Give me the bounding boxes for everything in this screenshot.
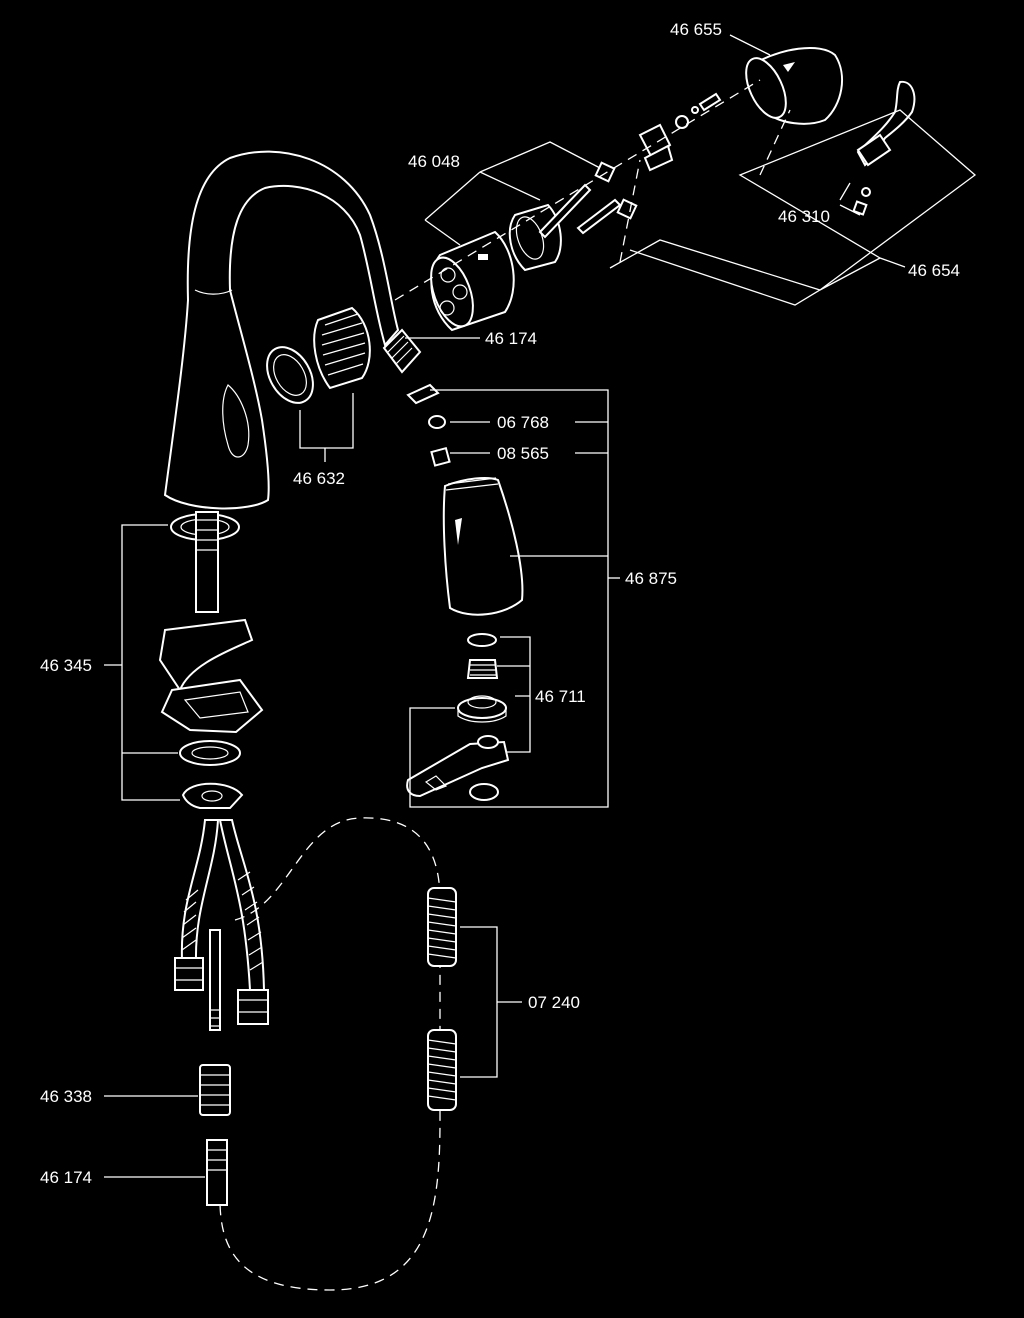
adapter-block [638,92,722,172]
label-46875: 46 875 [625,569,677,588]
aerator-parts [406,633,510,801]
label-46655: 46 655 [670,20,722,39]
cartridge-ring [508,203,562,272]
label-07240: 07 240 [528,993,580,1012]
label-06768: 06 768 [497,413,549,432]
pull-out-hose-path [219,817,441,1291]
handle-cap [745,47,843,125]
label-46654: 46 654 [908,261,960,280]
label-46310: 46 310 [778,207,830,226]
cartridge-bolts [538,161,638,239]
counterweights [427,887,457,1111]
label-46711: 46 711 [535,687,586,706]
spout-nozzle [382,328,422,374]
supply-hoses [174,819,269,1031]
clip-and-screens [406,383,451,467]
label-46048: 46 048 [408,152,460,171]
quick-connector [199,1064,231,1116]
mounting-hardware [158,511,264,809]
cartridge [430,230,515,332]
threaded-sleeve [266,306,371,404]
spray-head [442,477,524,616]
lever-handle [852,80,916,216]
faucet-body [163,150,400,510]
label-08565: 08 565 [497,444,549,463]
label-46338: 46 338 [40,1087,92,1106]
label-46174-top: 46 174 [485,329,537,348]
label-46632: 46 632 [293,469,345,488]
label-46345: 46 345 [40,656,92,675]
leader-lines [104,34,977,1178]
hose-end [206,1139,228,1206]
label-46174-bottom: 46 174 [40,1168,92,1187]
part-labels: 46 655 46 048 46 310 46 654 46 174 06 76… [40,20,960,1187]
